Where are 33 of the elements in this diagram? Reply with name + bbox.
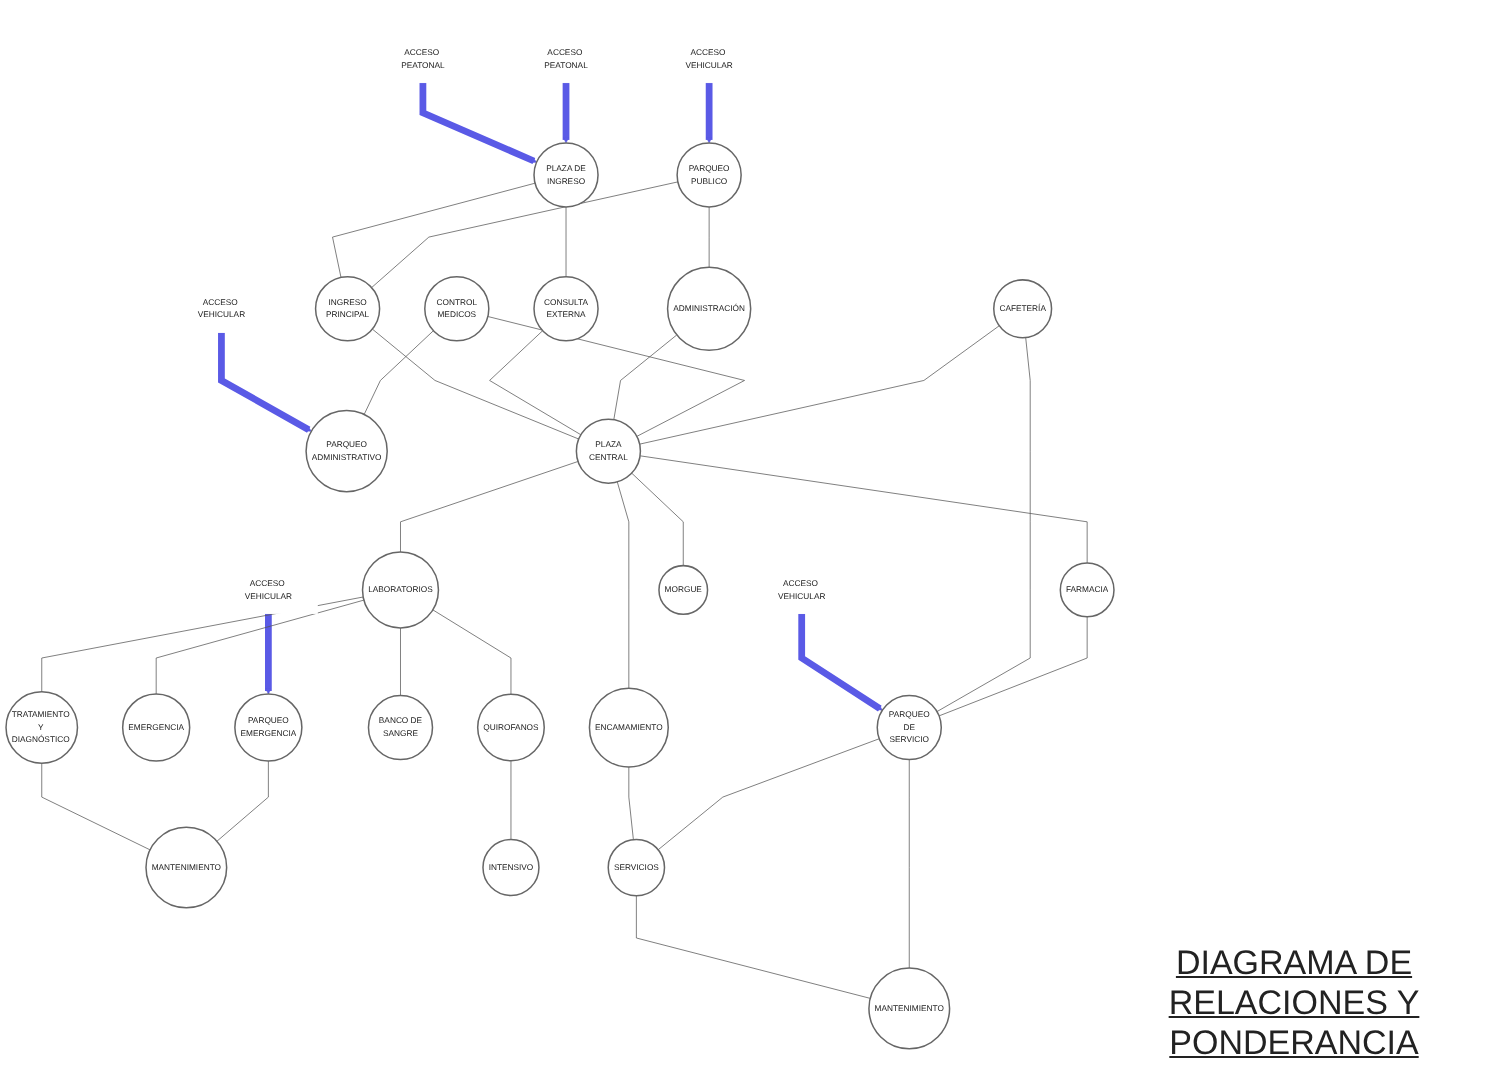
arrow xyxy=(218,332,312,433)
diagram-title: DIAGRAMA DE RELACIONES Y PONDERANCIA xyxy=(1166,944,1422,1064)
arrow xyxy=(562,82,570,144)
connector xyxy=(631,472,684,566)
connector xyxy=(636,895,871,999)
connector xyxy=(216,760,269,842)
connector xyxy=(371,181,679,288)
connector xyxy=(613,334,678,420)
connector xyxy=(616,481,630,689)
connector xyxy=(489,330,582,436)
connector xyxy=(432,609,512,695)
connector xyxy=(639,455,1088,564)
connector xyxy=(938,616,1088,717)
connector xyxy=(332,182,536,278)
connector xyxy=(708,206,710,268)
connector xyxy=(400,461,579,553)
connector xyxy=(565,206,567,278)
connector xyxy=(510,760,512,840)
connector xyxy=(639,325,1000,445)
connector xyxy=(155,599,365,695)
connector xyxy=(628,766,634,840)
connector xyxy=(371,328,580,440)
connector xyxy=(400,627,401,696)
connector xyxy=(908,759,910,969)
connector xyxy=(936,337,1031,712)
connector xyxy=(363,330,434,415)
arrow xyxy=(705,82,713,144)
connector xyxy=(487,316,745,437)
arrow xyxy=(419,82,537,165)
arrow xyxy=(265,613,272,695)
connector xyxy=(657,738,880,851)
connector xyxy=(41,762,151,851)
arrow xyxy=(798,613,883,712)
